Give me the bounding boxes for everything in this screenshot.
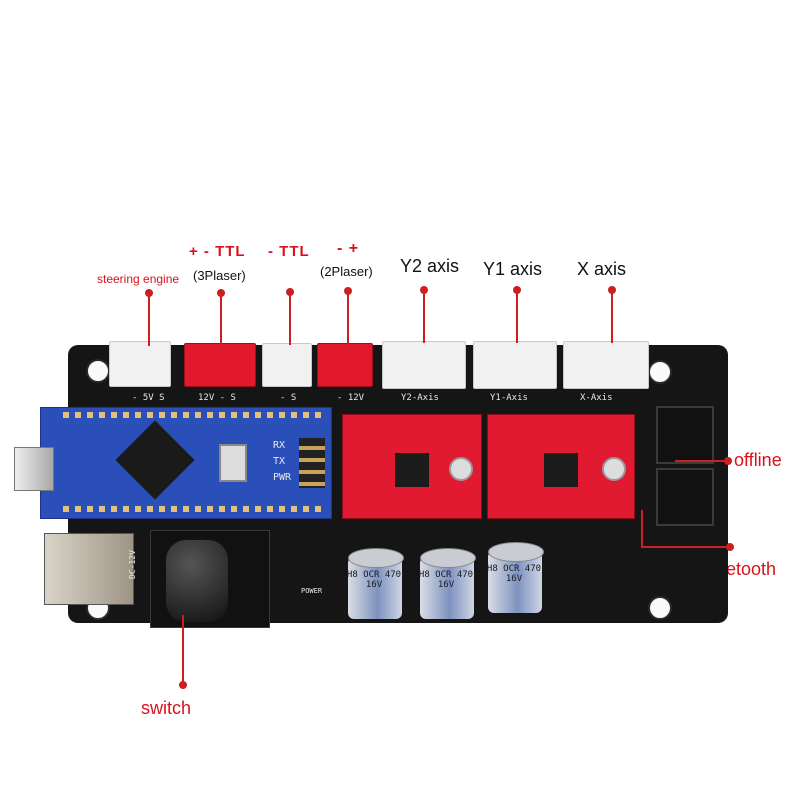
y2-stepper-driver	[342, 414, 482, 519]
leader-line	[423, 291, 425, 343]
leader-line	[220, 294, 222, 346]
leader-line	[289, 293, 291, 345]
joystick-switch[interactable]	[166, 540, 228, 622]
label-steering-engine: steering engine	[97, 272, 180, 286]
label-x-axis: X axis	[577, 259, 627, 279]
y1-axis-connector[interactable]	[473, 341, 557, 389]
leader-dot	[726, 543, 734, 551]
driver-potentiometer[interactable]	[449, 457, 473, 481]
pcb-servo-label: - 5V S	[132, 393, 165, 403]
header-pins	[299, 438, 325, 488]
leader-line-switch	[182, 615, 184, 685]
arduino-nano: RX TX PWR	[40, 407, 332, 519]
label-2plaser-pins: - +	[337, 240, 360, 257]
pcb-laser2-label: - 12V	[337, 393, 365, 403]
leader-dot	[217, 289, 225, 297]
leader-dot	[286, 288, 294, 296]
leader-line-bluetooth-h	[641, 546, 732, 548]
label-switch: switch	[141, 698, 192, 718]
pcb-laser3-label: 12V - S	[198, 393, 236, 403]
leader-dot	[145, 289, 153, 297]
leader-line	[148, 294, 150, 346]
nano-pin-row-bottom	[63, 506, 325, 512]
label-3plaser: (3Plaser)	[193, 268, 246, 283]
leader-line-offline	[675, 460, 728, 462]
reset-button[interactable]	[219, 444, 247, 482]
pcb-y1-label: Y1-Axis	[490, 393, 528, 403]
capacitor-top	[420, 548, 476, 568]
driver-potentiometer[interactable]	[602, 457, 626, 481]
driver-chip	[544, 453, 578, 487]
y1-stepper-driver	[487, 414, 635, 519]
pcb-y2-label: Y2-Axis	[401, 393, 439, 403]
capacitor-label: H8 OCR 470 16V	[486, 564, 542, 584]
leader-dot	[179, 681, 187, 689]
capacitor-top	[488, 542, 544, 562]
nano-tx-label: TX	[273, 456, 286, 467]
dc-power-jack[interactable]	[44, 533, 134, 605]
leader-dot	[608, 286, 616, 294]
laser3-connector[interactable]	[184, 343, 256, 387]
y2-axis-connector[interactable]	[382, 341, 466, 389]
servo-connector[interactable]	[109, 341, 171, 387]
mount-hole	[648, 360, 672, 384]
leader-line	[347, 292, 349, 345]
mount-hole	[648, 596, 672, 620]
pcb-power-label: POWER	[301, 587, 323, 595]
nano-pin-row-top	[63, 412, 325, 418]
x-axis-connector[interactable]	[563, 341, 649, 389]
leader-dot	[420, 286, 428, 294]
offline-header[interactable]	[656, 406, 714, 464]
driver-chip	[395, 453, 429, 487]
bluetooth-header[interactable]	[656, 468, 714, 526]
leader-dot	[344, 287, 352, 295]
pcb-laser2-ttl-label: - S	[280, 393, 297, 403]
capacitor-label: H8 OCR 470 16V	[418, 570, 474, 590]
label-2plaser: (2Plaser)	[320, 264, 373, 279]
label-3plaser-pins: + - TTL	[189, 243, 246, 260]
capacitor-label: H8 OCR 470 16V	[346, 570, 402, 590]
usb-port[interactable]	[14, 447, 54, 491]
leader-line	[611, 291, 613, 343]
pcb-x-label: X-Axis	[580, 393, 613, 403]
leader-dot	[513, 286, 521, 294]
leader-line-bluetooth-v	[641, 510, 643, 547]
mcu-chip	[115, 420, 195, 500]
leader-line	[516, 291, 518, 343]
nano-pwr-label: PWR	[273, 472, 292, 483]
label-y1-axis: Y1 axis	[483, 259, 543, 279]
label-2plaser-ttl: - TTL	[268, 243, 310, 260]
leader-dot	[724, 457, 732, 465]
laser2-ttl-connector[interactable]	[262, 343, 312, 387]
pcb-dc-label: DC-12V	[127, 550, 137, 579]
label-offline: offline	[734, 450, 782, 470]
label-y2-axis: Y2 axis	[400, 256, 460, 276]
capacitor-top	[348, 548, 404, 568]
laser2-connector[interactable]	[317, 343, 373, 387]
mount-hole	[86, 359, 110, 383]
nano-rx-label: RX	[273, 440, 286, 451]
